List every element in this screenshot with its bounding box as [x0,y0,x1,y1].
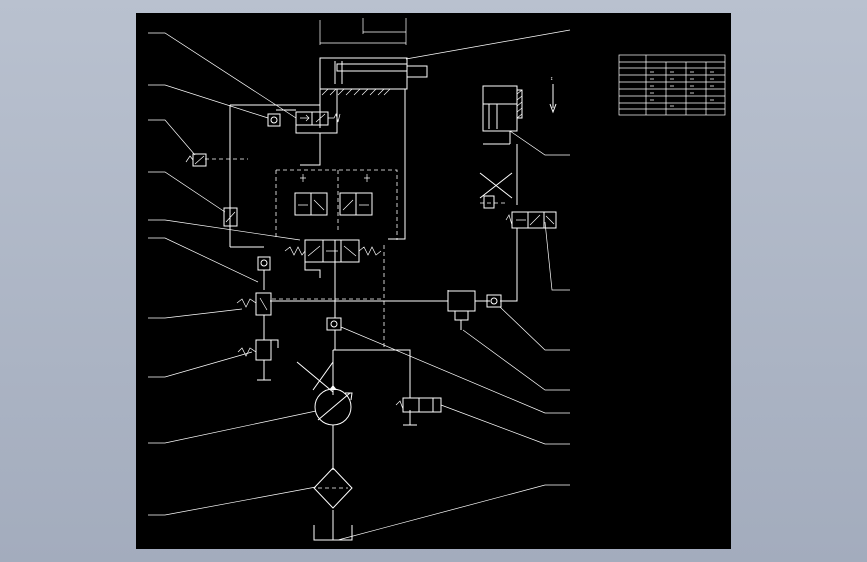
relief-valves [236,290,476,361]
check-valves [257,113,502,331]
main-cylinder [319,57,428,96]
directional-valve-top [295,111,341,126]
pipe-network [229,89,518,541]
callout-leaders [148,29,571,541]
throttle-valves [185,153,495,227]
drawing-sheet: ↕ [136,13,731,549]
isolation-cross [296,172,513,393]
oil-filter [313,467,353,509]
svg-text:↕: ↕ [550,76,553,81]
dimension-lines [319,18,407,45]
clamp-cylinder: ↕ [482,76,557,145]
proportional-valve-pair [294,174,373,216]
hydraulic-pump [314,385,353,426]
pilot-lines [205,158,506,350]
solenoid-valves [395,211,557,413]
three-position-valve [284,239,382,278]
hydraulic-schematic: ↕ [148,18,726,541]
solenoid-action-table [618,54,726,116]
